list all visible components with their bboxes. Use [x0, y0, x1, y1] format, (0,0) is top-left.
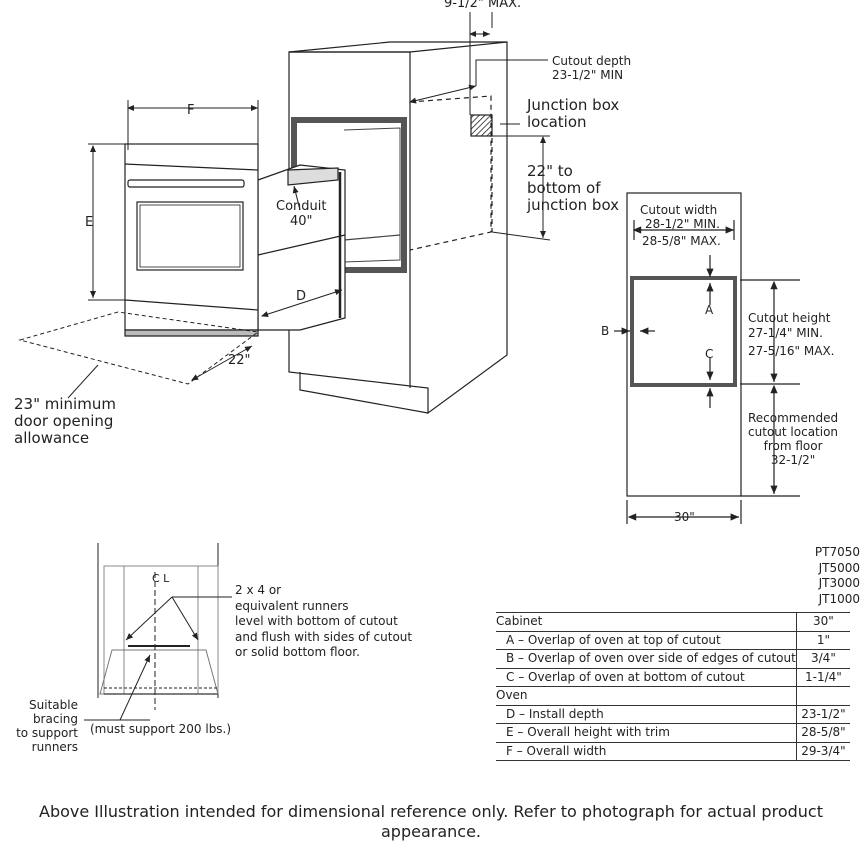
width-30-label: 30" [674, 510, 695, 524]
table-row: F – Overall width 29-3/4" [496, 742, 850, 761]
row-value: 1-1/4" [795, 668, 850, 687]
row-value: 1" [795, 631, 850, 650]
cutout-panel [614, 192, 800, 524]
row-value: 30" [795, 612, 850, 632]
model-name: JT3000 [818, 576, 860, 590]
row-value: 29-3/4" [795, 742, 850, 761]
runners-diagram [84, 543, 232, 721]
row-name: A – Overlap of oven at top of cutout [496, 631, 797, 650]
model-list: PT7050 JT5000 JT3000 JT1000 [770, 545, 860, 607]
model-name: JT1000 [818, 591, 860, 606]
cutout-height-label: Cutout height [748, 311, 831, 325]
runners-note: 2 x 4 or equivalent runners level with b… [235, 583, 413, 659]
label-b: B [601, 324, 610, 338]
max-depth-label: 9-1/2" MAX. [444, 0, 522, 11]
row-value: 3/4" [795, 649, 850, 669]
width-max-label: 28-5/8" MAX. [642, 234, 721, 248]
row-name: Cabinet [496, 612, 797, 632]
dim-f-label: F [187, 103, 195, 118]
junction-box-label: Junction box location [527, 96, 620, 131]
table-row: C – Overlap of oven at bottom of cutout … [496, 668, 850, 687]
cutout-depth-label: Cutout depth 23-1/2" MIN [552, 54, 632, 82]
row-name: D – Install depth [496, 705, 797, 724]
wall-oven [124, 143, 346, 337]
support-note: (must support 200 lbs.) [90, 722, 232, 736]
row-value [795, 686, 850, 706]
table-row: Cabinet 30" [496, 612, 850, 632]
row-name: B – Overlap of oven over side of edges o… [496, 649, 797, 669]
junction-bottom-label: 22" to bottom of junction box [527, 162, 620, 214]
table-row: B – Overlap of oven over side of edges o… [496, 649, 850, 669]
table-row: A – Overlap of oven at top of cutout 1" [496, 631, 850, 650]
width-22-label: 22" [228, 353, 251, 368]
row-name: Oven [496, 686, 797, 706]
dim-e-label: E [85, 215, 94, 230]
row-name: C – Overlap of oven at bottom of cutout [496, 668, 797, 687]
table-row: D – Install depth 23-1/2" [496, 705, 850, 724]
label-a: A [705, 303, 714, 317]
cabinet-tower [288, 41, 508, 415]
label-c: C [705, 347, 714, 361]
model-name: JT5000 [818, 560, 860, 575]
model-name: PT7050 [814, 545, 860, 559]
centerline-label: C L [152, 572, 170, 585]
spec-table: Cabinet 30" A – Overlap of oven at top o… [496, 612, 850, 761]
height-max-label: 27-5/16" MAX. [748, 344, 835, 358]
height-min-label: 27-1/4" MIN. [748, 326, 823, 340]
recommended-location-label: Recommended cutout location from floor 3… [748, 411, 839, 467]
cutout-width-label: Cutout width [640, 203, 718, 217]
row-value: 23-1/2" [795, 705, 850, 724]
table-row: E – Overall height with trim 28-5/8" [496, 723, 850, 743]
footer-disclaimer: Above Illustration intended for dimensio… [39, 802, 823, 841]
row-value: 28-5/8" [795, 723, 850, 743]
door-allowance-label: 23" minimum door opening allowance [14, 395, 116, 447]
bracing-note: Suitable bracing to support runners [16, 698, 78, 754]
dim-d-label: D [296, 289, 307, 304]
row-name: E – Overall height with trim [496, 723, 797, 743]
table-row: Oven [496, 686, 850, 706]
junction-box-icon [470, 114, 493, 137]
conduit-label: Conduit 40" [276, 199, 327, 229]
width-min-label: 28-1/2" MIN. [645, 217, 720, 231]
row-name: F – Overall width [496, 742, 797, 761]
